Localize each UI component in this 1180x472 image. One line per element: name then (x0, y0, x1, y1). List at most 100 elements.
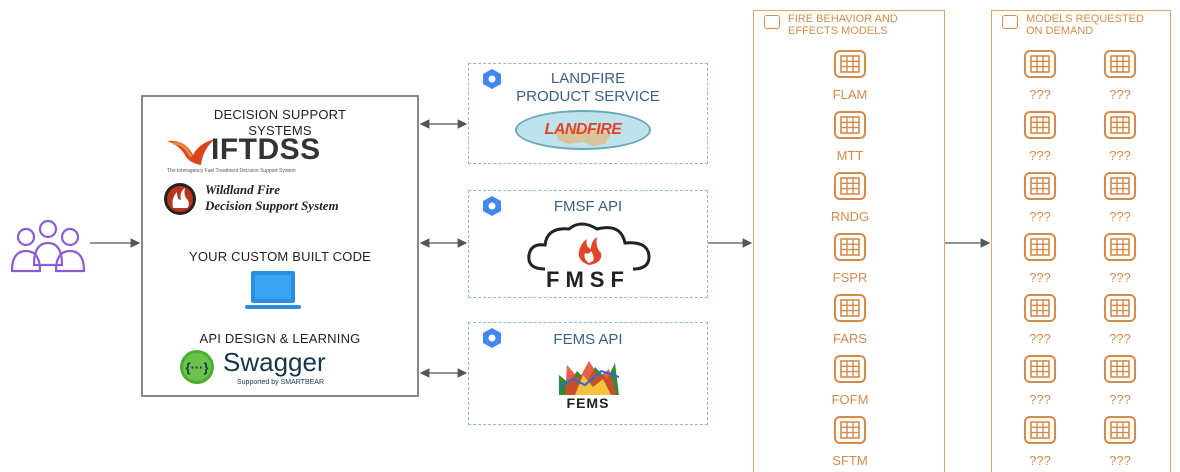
model-table-icon (834, 111, 866, 139)
model-table-icon (1024, 355, 1056, 383)
on-demand-models-group: MODELS REQUESTED ON DEMAND ?????????????… (991, 10, 1171, 472)
on-demand-label: ??? (1109, 331, 1131, 346)
on-demand-title: MODELS REQUESTED ON DEMAND (1026, 13, 1144, 37)
on-demand-model-item[interactable]: ??? (1010, 49, 1070, 102)
on-demand-label: ??? (1029, 453, 1051, 468)
on-demand-model-item[interactable]: ??? (1010, 415, 1070, 468)
iftdss-name: IFTDSS (211, 133, 321, 166)
on-demand-label: ??? (1109, 148, 1131, 163)
api-service-badge-icon (483, 69, 501, 89)
model-item[interactable]: MTT (820, 110, 880, 163)
decision-support-panel: DECISION SUPPORT SYSTEMS IFTDSS The Inte… (141, 95, 419, 397)
on-demand-label: ??? (1109, 87, 1131, 102)
wfdss-flame-icon (164, 183, 196, 215)
users-group-icon (10, 219, 86, 273)
model-label: SFTM (832, 453, 868, 468)
api-service-badge-icon (483, 196, 501, 216)
fmsf-logo-text: FMSF (546, 267, 630, 292)
on-demand-model-item[interactable]: ??? (1090, 354, 1150, 407)
fems-logo-text: FEMS (566, 395, 610, 411)
landfire-logo: LANDFIRE (515, 110, 651, 150)
on-demand-label: ??? (1029, 148, 1051, 163)
iftdss-logo[interactable]: IFTDSS The Interagency Fuel Treatment De… (165, 133, 405, 175)
model-table-icon (1024, 50, 1056, 78)
on-demand-label: ??? (1109, 209, 1131, 224)
on-demand-label: ??? (1109, 392, 1131, 407)
model-table-icon (834, 233, 866, 261)
group-header-icon (1002, 15, 1018, 29)
dss-title: DECISION SUPPORT SYSTEMS (213, 107, 347, 138)
model-table-icon (1104, 233, 1136, 261)
model-table-icon (1104, 50, 1136, 78)
model-table-icon (1104, 111, 1136, 139)
flame-swoosh-icon (167, 139, 215, 165)
laptop-icon (245, 271, 301, 309)
group-header-icon (764, 15, 780, 29)
model-table-icon (1024, 416, 1056, 444)
model-label: FSPR (832, 270, 868, 285)
swagger-braces-icon: {···} (180, 350, 214, 384)
on-demand-model-item[interactable]: ??? (1090, 171, 1150, 224)
model-table-icon (1104, 172, 1136, 200)
on-demand-label: ??? (1029, 392, 1051, 407)
model-table-icon (834, 416, 866, 444)
on-demand-model-item[interactable]: ??? (1010, 354, 1070, 407)
model-item[interactable]: FARS (820, 293, 880, 346)
model-label: RNDG (830, 209, 870, 224)
on-demand-model-item[interactable]: ??? (1090, 293, 1150, 346)
on-demand-model-item[interactable]: ??? (1010, 171, 1070, 224)
model-table-icon (1024, 294, 1056, 322)
model-table-icon (1024, 233, 1056, 261)
fmsf-api-card[interactable]: FMSF API FMSF (468, 190, 708, 298)
on-demand-label: ??? (1029, 270, 1051, 285)
api-service-badge-icon (483, 328, 501, 348)
model-table-icon (1024, 172, 1056, 200)
swagger-logo[interactable]: {···} Swagger Supported by SMARTBEAR (179, 347, 399, 393)
cloud-flame-icon (527, 222, 651, 271)
wfdss-line1: Wildland Fire (205, 182, 281, 197)
model-table-icon (834, 355, 866, 383)
custom-code-label: YOUR CUSTOM BUILT CODE (188, 249, 372, 264)
landfire-api-card[interactable]: LANDFIRE PRODUCT SERVICE LANDFIRE (468, 63, 708, 164)
fems-title: FEMS API (553, 331, 623, 348)
us-map-icon (555, 128, 611, 146)
model-table-icon (1104, 355, 1136, 383)
on-demand-label: ??? (1029, 331, 1051, 346)
model-item[interactable]: FOFM (820, 354, 880, 407)
on-demand-model-item[interactable]: ??? (1010, 110, 1070, 163)
landfire-logo-text: LANDFIRE (544, 121, 622, 138)
wfdss-line2: Decision Support System (205, 198, 339, 213)
svg-text:{···}: {···} (185, 360, 208, 375)
model-label: FARS (833, 331, 867, 346)
on-demand-model-item[interactable]: ??? (1090, 232, 1150, 285)
model-label: FLAM (832, 87, 868, 102)
model-item[interactable]: FSPR (820, 232, 880, 285)
model-label: FOFM (831, 392, 869, 407)
on-demand-label: ??? (1109, 270, 1131, 285)
model-item[interactable]: SFTM (820, 415, 880, 468)
fems-chart-flame-icon (558, 361, 620, 395)
fire-models-title: FIRE BEHAVIOR AND EFFECTS MODELS (788, 13, 898, 37)
model-item[interactable]: RNDG (820, 171, 880, 224)
on-demand-model-item[interactable]: ??? (1010, 232, 1070, 285)
on-demand-model-item[interactable]: ??? (1090, 110, 1150, 163)
model-table-icon (834, 172, 866, 200)
api-design-label: API DESIGN & LEARNING (199, 331, 361, 346)
swagger-sub: Supported by SMARTBEAR (237, 379, 325, 386)
model-table-icon (1104, 294, 1136, 322)
on-demand-label: ??? (1109, 453, 1131, 468)
iftdss-tagline: The Interagency Fuel Treatment Decision … (167, 168, 296, 174)
landfire-title: LANDFIRE PRODUCT SERVICE (516, 70, 660, 105)
swagger-name: Swagger (223, 347, 326, 377)
wfdss-logo[interactable]: Wildland Fire Decision Support System (163, 182, 403, 218)
on-demand-label: ??? (1029, 209, 1051, 224)
on-demand-model-item[interactable]: ??? (1090, 415, 1150, 468)
model-table-icon (834, 50, 866, 78)
fems-api-card[interactable]: FEMS API FEMS (468, 322, 708, 425)
model-table-icon (1024, 111, 1056, 139)
model-table-icon (1104, 416, 1136, 444)
on-demand-model-item[interactable]: ??? (1010, 293, 1070, 346)
on-demand-model-item[interactable]: ??? (1090, 49, 1150, 102)
model-item[interactable]: FLAM (820, 49, 880, 102)
